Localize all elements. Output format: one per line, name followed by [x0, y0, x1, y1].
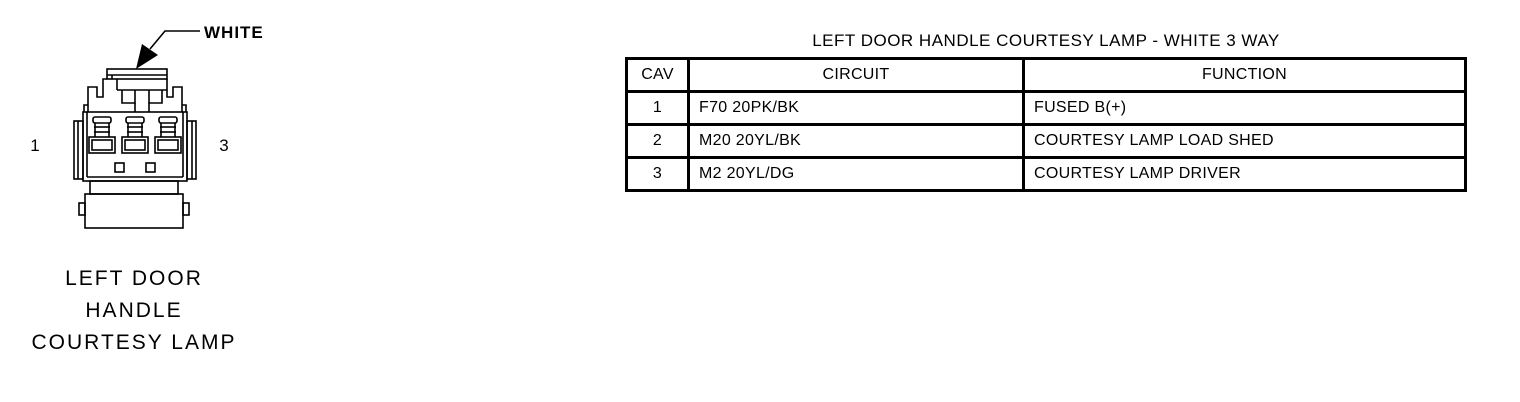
connector-caption: LEFT DOOR HANDLE COURTESY LAMP: [8, 263, 260, 359]
circuit-cell: M20 20YL/BK: [687, 123, 1025, 159]
connector-line-art: [73, 30, 200, 229]
cav-cell: 2: [625, 123, 690, 159]
pinout-table: CAV CIRCUIT FUNCTION 1 F70 20PK/BK FUSED…: [625, 57, 1467, 192]
connector-diagram: WHITE 1 3 LEFT DOOR HANDLE COURTESY LAMP: [0, 0, 280, 402]
connector-castellation: [83, 78, 187, 112]
circuit-cell: M2 20YL/DG: [687, 156, 1025, 192]
circuit-cell: F70 20PK/BK: [687, 90, 1025, 126]
table-row: 2 M20 20YL/BK COURTESY LAMP LOAD SHED: [625, 123, 1467, 159]
caption-line-1: LEFT DOOR: [65, 267, 203, 290]
connector-base: [78, 180, 190, 229]
column-header-cav: CAV: [625, 57, 690, 93]
leader-arrow-icon: [136, 30, 200, 69]
column-header-circuit: CIRCUIT: [687, 57, 1025, 93]
connector-side-rails: [73, 120, 197, 180]
table-row: 3 M2 20YL/DG COURTESY LAMP DRIVER: [625, 156, 1467, 192]
pin-1-label: 1: [30, 136, 40, 155]
cav-cell: 1: [625, 90, 690, 126]
pinout-table-title: LEFT DOOR HANDLE COURTESY LAMP - WHITE 3…: [812, 31, 1280, 50]
caption-line-2: HANDLE: [85, 299, 183, 322]
connector-index-tabs: [114, 162, 156, 173]
function-cell: FUSED B(+): [1022, 90, 1467, 126]
wire-color-label: WHITE: [204, 23, 264, 42]
column-header-function: FUNCTION: [1022, 57, 1467, 93]
terminal-2: [121, 116, 149, 154]
terminal-3: [154, 116, 182, 154]
terminal-1: [88, 116, 116, 154]
cav-cell: 3: [625, 156, 690, 192]
function-cell: COURTESY LAMP DRIVER: [1022, 156, 1467, 192]
caption-line-3: COURTESY LAMP: [31, 331, 237, 354]
header-row: CAV CIRCUIT FUNCTION: [625, 57, 1467, 93]
connector-lid: [106, 68, 168, 80]
function-cell: COURTESY LAMP LOAD SHED: [1022, 123, 1467, 159]
pin-3-label: 3: [219, 136, 229, 155]
table-row: 1 F70 20PK/BK FUSED B(+): [625, 90, 1467, 126]
